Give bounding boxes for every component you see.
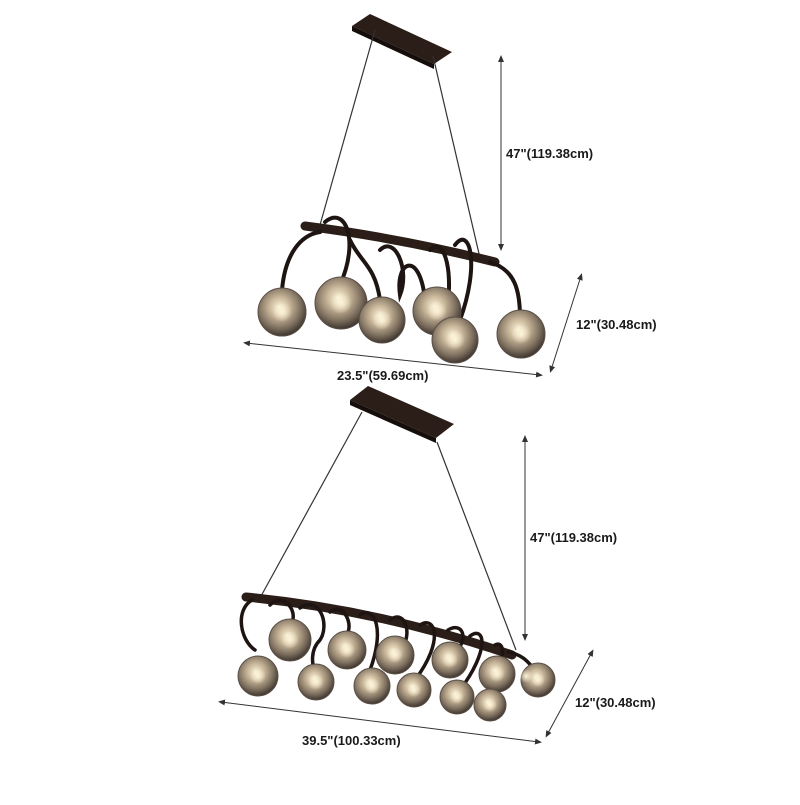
canopy [352, 14, 452, 69]
glass-globes [257, 276, 546, 364]
suspension-cable [319, 29, 481, 259]
fixture-large [218, 386, 594, 745]
dimension-lines [218, 435, 594, 745]
depth-label-small: 12"(30.48cm) [576, 317, 657, 332]
canopy [350, 386, 454, 443]
depth-label-large: 12"(30.48cm) [575, 695, 656, 710]
width-label-large: 39.5"(100.33cm) [302, 733, 401, 748]
dimension-lines [243, 55, 583, 378]
fixture-small [243, 14, 583, 378]
width-label-small: 23.5"(59.69cm) [337, 368, 429, 383]
height-label-large: 47"(119.38cm) [530, 530, 618, 545]
height-label-small: 47"(119.38cm) [506, 146, 594, 161]
suspension-cable [259, 411, 517, 651]
glass-globes [237, 618, 556, 722]
